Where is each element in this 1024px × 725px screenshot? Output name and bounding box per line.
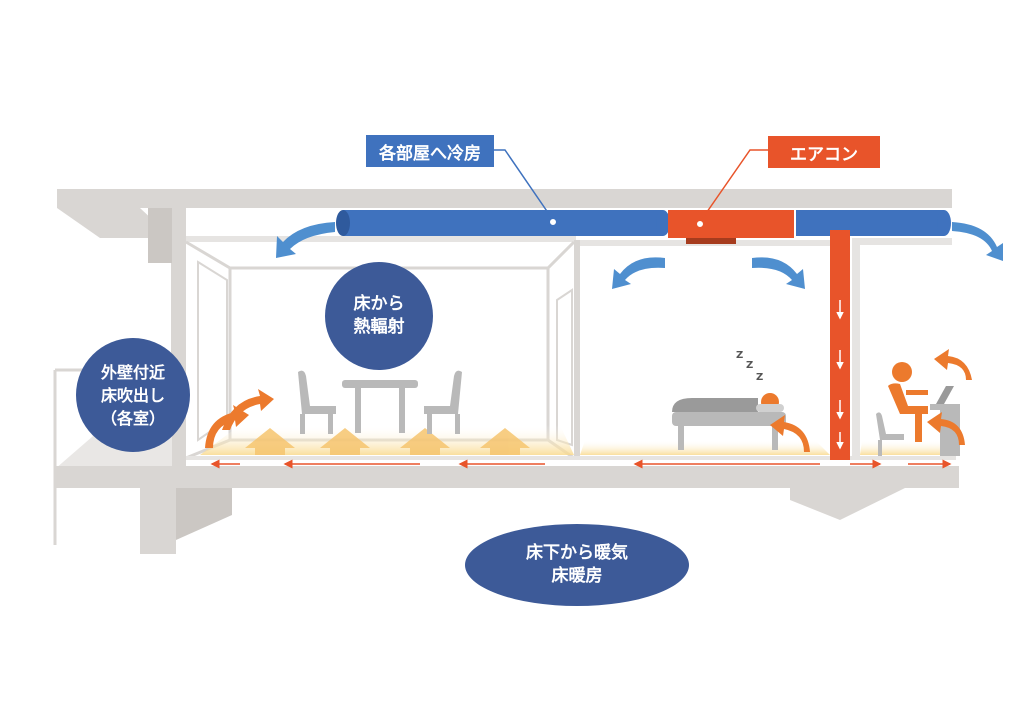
svg-text:Z: Z [736,350,743,361]
vertical-heating-duct [830,230,850,460]
zzz-icon: Z Z Z [736,350,763,383]
wall-line-1: 外壁付近 [100,362,165,382]
dining-table-and-chairs [298,370,462,434]
aircon-label: エアコン [768,136,880,168]
wall-line-3: （各室） [100,408,165,428]
cooling-label: 各部屋へ冷房 [366,135,494,167]
radiant-heat-label: 床から 熱輻射 [325,262,433,370]
person-at-desk-icon [876,362,960,456]
cooling-duct-right [796,210,951,236]
cooling-air-arrows [276,222,1003,289]
radiant-line-1: 床から [353,294,405,314]
wall-floor-outlet-label: 外壁付近 床吹出し （各室） [76,338,190,452]
air-conditioner-unit [668,210,794,244]
building-structure [53,189,959,554]
svg-text:Z: Z [756,372,763,383]
bed-with-sleeper [672,393,786,450]
label-leader-lines [494,149,768,228]
radiant-heat-arrows [245,428,530,455]
warm-air-arrows [205,349,972,452]
underfloor-heating-label: 床下から暖気 床暖房 [465,524,689,606]
laptop-icon [936,386,954,404]
aircon-label-text: エアコン [790,144,858,165]
floor-line-2: 床暖房 [551,566,603,586]
wall-line-2: 床吹出し [100,385,165,405]
cooling-label-text: 各部屋へ冷房 [379,143,481,164]
radiant-line-2: 熱輻射 [353,317,405,337]
floor-line-1: 床下から暖気 [526,543,628,563]
svg-text:Z: Z [746,360,753,371]
cooling-duct-left [336,210,670,236]
